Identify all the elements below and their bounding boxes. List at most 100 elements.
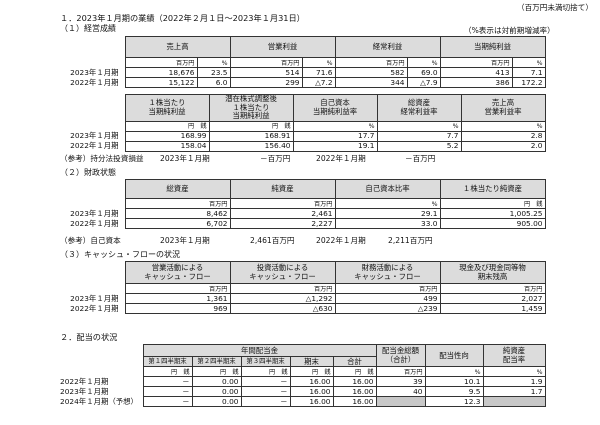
- cell: 0.00: [191, 386, 242, 397]
- cell: 39: [375, 376, 426, 387]
- cell: 2,027: [439, 293, 546, 304]
- cell: 5.2: [376, 140, 462, 152]
- table-row: 2023年１月期 8,462 2,461 29.1 1,005.25: [60, 208, 546, 219]
- unit: 円 銭: [332, 366, 377, 377]
- unit: %: [292, 120, 378, 132]
- cell: 17.7: [292, 130, 378, 142]
- row-label: 2023年１月期: [70, 293, 119, 303]
- unit: 百万円: [229, 57, 303, 68]
- header-q3: 第３四半期末: [240, 356, 291, 367]
- header-eps: １株当たり当期純利益: [124, 94, 210, 122]
- unit: %: [482, 366, 546, 377]
- cell: 344: [334, 77, 408, 88]
- unit: 円 銭: [208, 120, 294, 132]
- cell: 6,702: [124, 218, 231, 229]
- cell: 33.0: [334, 218, 441, 229]
- unit: 百万円: [334, 57, 408, 68]
- cell: 413: [439, 67, 513, 78]
- cell: 16.00: [289, 376, 334, 387]
- cell: △7.9: [406, 77, 441, 88]
- table-row: 2023年１月期 168.99 168.91 17.7 7.7 2.8: [60, 130, 546, 142]
- cell: △7.2: [301, 77, 336, 88]
- unit: %: [511, 57, 546, 68]
- header-cash-balance: 現金及び現金同等物期末残高: [439, 261, 546, 284]
- header-roe: 自己資本当期純利益率: [292, 94, 378, 122]
- cell: 168.91: [208, 130, 294, 142]
- header-annual-dividend: 年間配当金: [142, 344, 377, 357]
- table-row: 2022年１月期 － 0.00 － 16.00 16.00 39 10.1 1.…: [60, 376, 546, 387]
- cell: △239: [334, 303, 441, 314]
- cashflow-table: 営業活動によるキャッシュ・フロー 投資活動によるキャッシュ・フロー 財務活動によ…: [60, 261, 546, 314]
- cell: 386: [439, 77, 513, 88]
- cell: 16.00: [289, 396, 334, 407]
- cell: 969: [124, 303, 231, 314]
- cell: 16.00: [332, 386, 377, 397]
- cell: 168.99: [124, 130, 210, 142]
- cell: 0.00: [191, 396, 242, 407]
- table-row: 2023年１月期 18,676 23.5 514 71.6 582 69.0 4…: [60, 67, 546, 78]
- dividends-table: 年間配当金 配当金総額（合計） 配当性向 純資産配当率 第１四半期末 第２四半期…: [60, 344, 546, 407]
- cell: 16.00: [332, 396, 377, 407]
- header-doe: 純資産配当率: [482, 344, 546, 367]
- table-row: 2023年１月期 － 0.00 － 16.00 16.00 40 9.5 1.7: [60, 386, 546, 397]
- cell: 9.5: [424, 386, 484, 397]
- header-ordinary-income: 経常利益: [334, 36, 441, 58]
- cell: 1,005.25: [439, 208, 546, 219]
- unit: 百万円: [439, 57, 513, 68]
- cell: 299: [229, 77, 303, 88]
- cashflow-title: （３）キャッシュ・フローの状況: [60, 250, 180, 259]
- cell: －: [142, 376, 193, 387]
- cell: 18,676: [124, 67, 198, 78]
- cell: 514: [229, 67, 303, 78]
- cell: 10.1: [424, 376, 484, 387]
- cell: 1.9: [482, 376, 546, 387]
- row-label: 2023年１月期: [70, 67, 119, 77]
- cell: 499: [334, 293, 441, 304]
- cell: 1,459: [439, 303, 546, 314]
- cell: 0.00: [191, 376, 242, 387]
- header-bps: １株当たり純資産: [439, 179, 546, 199]
- financial-table: 総資産 純資産 自己資本比率 １株当たり純資産 百万円 百万円 % 円 銭 20…: [60, 179, 546, 229]
- cell: 71.6: [301, 67, 336, 78]
- unit: %: [460, 120, 546, 132]
- unit: %: [334, 198, 441, 209]
- header-q1: 第１四半期末: [142, 356, 193, 367]
- unit: 百万円: [124, 283, 231, 294]
- header-year-end: 期末: [289, 356, 334, 367]
- table-row: 2022年１月期 158.04 156.40 19.1 5.2 2.0: [60, 140, 546, 152]
- unit: 百万円: [124, 198, 231, 209]
- cell: 1,361: [124, 293, 231, 304]
- unit: 百万円: [375, 366, 426, 377]
- header-sales: 売上高: [124, 36, 231, 58]
- cell: 8,462: [124, 208, 231, 219]
- row-label: 2022年１月期: [70, 77, 119, 87]
- table-row: 2024年１月期（予想） － 0.00 － 16.00 16.00 12.3: [60, 396, 546, 407]
- cell: 2,227: [229, 218, 336, 229]
- cell: 29.1: [334, 208, 441, 219]
- unit: %: [424, 366, 484, 377]
- header-q2: 第２四半期末: [191, 356, 242, 367]
- table-row: 2023年１月期 1,361 △1,292 499 2,027: [60, 293, 546, 304]
- cell: －: [142, 386, 193, 397]
- header-payout-ratio: 配当性向: [424, 344, 484, 367]
- cell: 2.0: [460, 140, 546, 152]
- cell: 158.04: [124, 140, 210, 152]
- cell: －: [240, 396, 291, 407]
- cell: 12.3: [424, 396, 484, 407]
- table-row: 2022年１月期 6,702 2,227 33.0 905.00: [60, 218, 546, 229]
- unit: 円 銭: [142, 366, 193, 377]
- header-total-assets: 総資産: [124, 179, 231, 199]
- cell: －: [240, 376, 291, 387]
- header-operating-cf: 営業活動によるキャッシュ・フロー: [124, 261, 231, 284]
- cell: 15,122: [124, 77, 198, 88]
- header-financing-cf: 財務活動によるキャッシュ・フロー: [334, 261, 441, 284]
- unit: %: [406, 57, 441, 68]
- cell: 2.8: [460, 130, 546, 142]
- unit: %: [376, 120, 462, 132]
- cell-shaded: [482, 396, 546, 407]
- units-note: （百万円未満切捨て）: [517, 3, 593, 12]
- equity-method-ref: （参考）持分法投資損益 2023年１月期 －百万円 2022年１月期 －百万円: [60, 154, 436, 163]
- header-operating-income: 営業利益: [229, 36, 336, 58]
